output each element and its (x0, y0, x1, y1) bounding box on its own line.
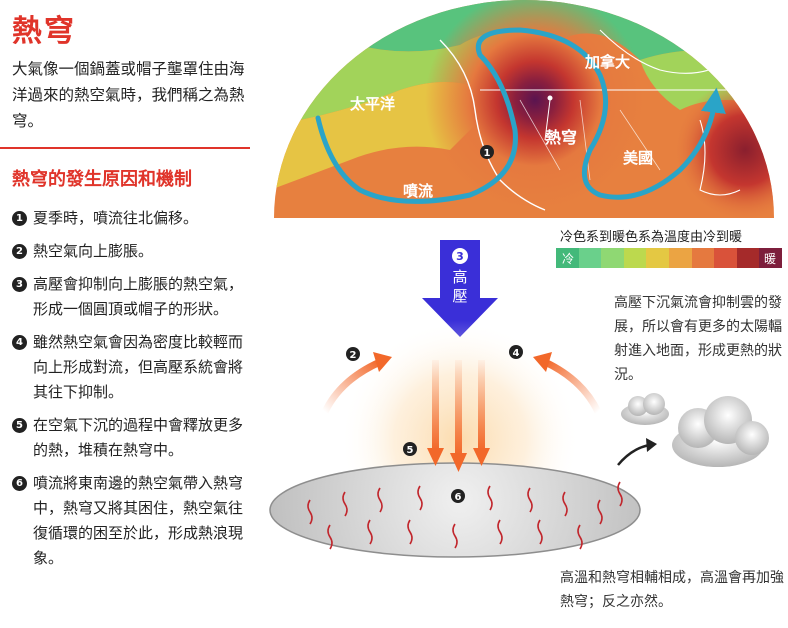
map-marker-1-num: 1 (484, 148, 491, 159)
down-arrow-head (473, 448, 490, 466)
step-item: 1 夏季時，噴流往北偏移。 (12, 206, 252, 231)
step-text: 夏季時，噴流往北偏移。 (33, 209, 199, 227)
label-pacific: 太平洋 (350, 95, 395, 113)
label-usa: 美國 (623, 149, 653, 167)
legend-swatch (714, 248, 737, 268)
step-item: 3 高壓會抑制向上膨脹的熱空氣，形成一個圓頂或帽子的形狀。 (12, 272, 252, 322)
temperature-map: 太平洋 加拿大 美國 熱穹 噴流 1 (274, 0, 774, 218)
step-text: 雖然熱空氣會因為密度比較輕而向上形成對流，但高壓系統會將其往下抑制。 (33, 333, 244, 401)
marker-3-bg (452, 248, 468, 264)
legend-title: 冷色系到暖色系為溫度由冷到暖 (560, 230, 743, 245)
svg-text:6: 6 (455, 492, 462, 503)
legend-swatch (691, 248, 715, 268)
marker-4: 4 (509, 345, 523, 359)
cloud-note: 高壓下沉氣流會抑制雲的發展，所以會有更多的太陽輻射進入地面，形成更熱的狀況。 (614, 295, 782, 383)
marker-3-num: 3 (456, 250, 464, 263)
label-jet-stream: 噴流 (403, 182, 433, 200)
legend-swatch (623, 248, 647, 268)
transition-arrow (617, 443, 651, 466)
rising-arrow-right-head (533, 352, 552, 372)
step-number: 6 (12, 476, 27, 491)
legend-swatch (736, 248, 760, 268)
large-cloud-icon (672, 396, 769, 467)
legend-swatch (759, 248, 782, 268)
legend-swatch (646, 248, 669, 268)
legend-warm-label: 暖 (764, 252, 777, 266)
small-cloud-icon (621, 393, 669, 425)
step-number: 2 (12, 244, 27, 259)
label-canada: 加拿大 (584, 53, 630, 71)
down-arrow-head (450, 453, 467, 472)
rising-arrow-left (321, 358, 382, 414)
intro-text: 大氣像一個鍋蓋或帽子壟罩住由海洋過來的熱空氣時，我們稱之為熱穹。 (12, 60, 245, 130)
down-arrow-shaft (432, 360, 439, 450)
step-item: 4 雖然熱空氣會因為密度比較輕而向上形成對流，但高壓系統會將其往下抑制。 (12, 330, 252, 405)
feedback-note: 高溫和熱穹相輔相成，高溫會再加強熱穹；反之亦然。 (560, 570, 784, 610)
steps-list: 1 夏季時，噴流往北偏移。 2 熱空氣向上膨脹。 3 高壓會抑制向上膨脹的熱空氣，形成… (12, 206, 252, 579)
step-number: 3 (12, 277, 27, 292)
step-text: 熱空氣向上膨脹。 (33, 242, 154, 260)
high-pressure-arrow: 3 (422, 240, 498, 337)
step-item: 6 噴流將東南邊的熱空氣帶入熱穹中，熱穹又將其困住，熱空氣往復循環的困至於此，形成… (12, 471, 252, 571)
down-arrow-shaft (478, 360, 485, 450)
legend-swatch (578, 248, 602, 268)
high-pressure-shape (422, 240, 498, 337)
ground-disc (269, 462, 641, 558)
legend-cold-label: 冷 (562, 252, 575, 266)
step-text: 高壓會抑制向上膨脹的熱空氣，形成一個圓頂或帽子的形狀。 (33, 275, 244, 318)
rising-arrow-left-head (373, 352, 392, 372)
legend-swatch (668, 248, 692, 268)
svg-text:4: 4 (513, 348, 520, 359)
heat-waves (307, 481, 623, 550)
section-title: 熱穹的發生原因和機制 (12, 169, 192, 190)
marker-5: 5 (403, 442, 417, 456)
step-text: 噴流將東南邊的熱空氣帶入熱穹中，熱穹又將其困住，熱空氣往復循環的困至於此，形成熱… (33, 474, 244, 567)
coastline (439, 39, 546, 211)
marker-6: 6 (451, 489, 465, 503)
high-pressure-label: 高壓 (452, 268, 468, 305)
heat-dome-point (547, 95, 553, 101)
marker-2: 2 (346, 347, 360, 361)
legend-swatch (556, 248, 579, 268)
temperature-legend (556, 248, 782, 268)
page-title: 熱穹 (12, 14, 76, 49)
sinking-air-arrows (427, 360, 490, 472)
down-arrow-shaft (455, 360, 462, 455)
step-number: 1 (12, 211, 27, 226)
rising-arrow-right (543, 358, 602, 414)
label-heat-dome: 熱穹 (545, 128, 577, 147)
step-text: 在空氣下沉的過程中會釋放更多的熱，堆積在熱穹中。 (33, 416, 244, 459)
state-lines (519, 99, 661, 181)
down-arrow-head (427, 448, 444, 466)
svg-text:2: 2 (350, 350, 357, 361)
transition-arrow-head (646, 438, 657, 452)
step-item: 2 熱空氣向上膨脹。 (12, 239, 252, 264)
legend-swatch (601, 248, 624, 268)
step-number: 5 (12, 418, 27, 433)
jet-stream (315, 27, 726, 204)
svg-text:5: 5 (407, 445, 414, 456)
step-number: 4 (12, 335, 27, 350)
divider (0, 147, 250, 149)
text-panel: 熱穹 大氣像一個鍋蓋或帽子壟罩住由海洋過來的熱空氣時，我們稱之為熱穹。 熱穹的發… (0, 0, 255, 628)
step-item: 5 在空氣下沉的過程中會釋放更多的熱，堆積在熱穹中。 (12, 413, 252, 463)
map-marker-1 (480, 145, 494, 159)
pointer-line (544, 99, 551, 141)
